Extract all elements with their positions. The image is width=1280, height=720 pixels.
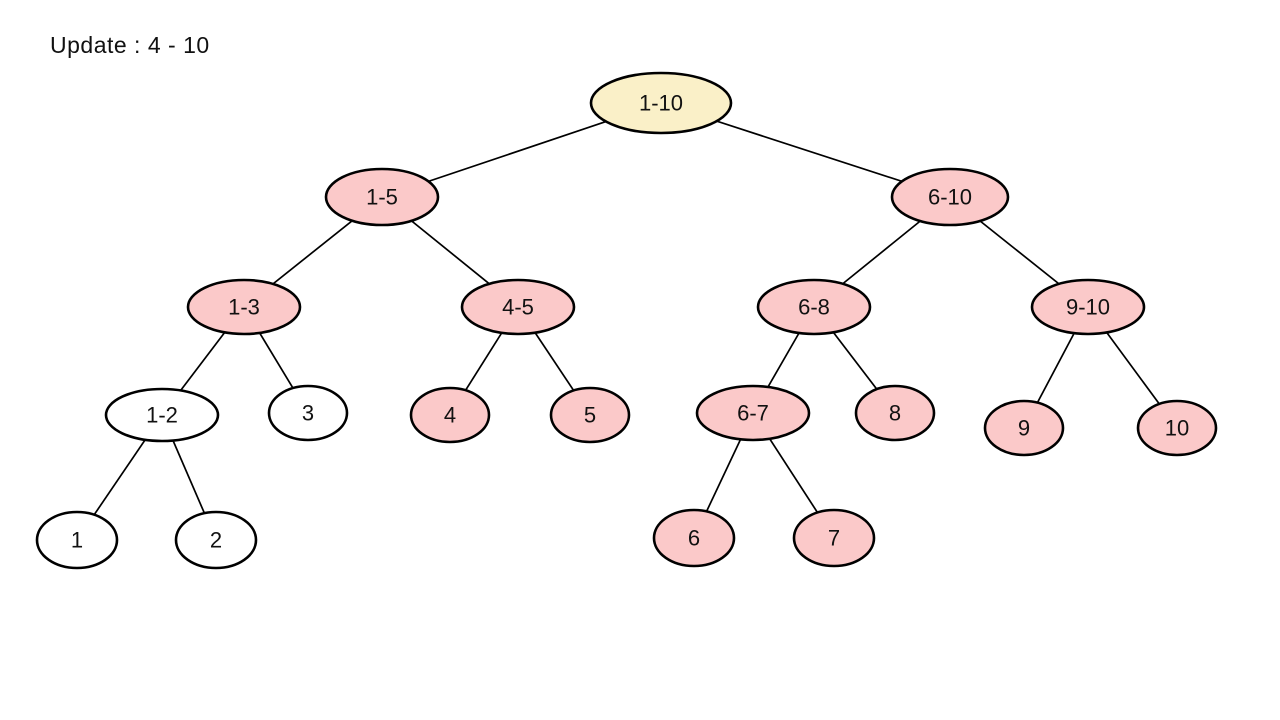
tree-node-label-6-8: 6-8 <box>798 295 830 320</box>
tree-node-label-10: 10 <box>1165 416 1189 441</box>
tree-node-7: 7 <box>792 508 876 568</box>
tree-node-1-3: 1-3 <box>186 278 302 336</box>
tree-node-label-5: 5 <box>584 403 596 428</box>
tree-node-ellipse-4 <box>409 386 491 444</box>
tree-node-label-4: 4 <box>444 403 456 428</box>
tree-node-1: 1 <box>35 510 119 570</box>
tree-node-ellipse-10 <box>1136 399 1218 457</box>
tree-node-9: 9 <box>983 399 1065 457</box>
tree-node-ellipse-5 <box>549 386 631 444</box>
tree-node-ellipse-6-8 <box>756 278 872 336</box>
tree-node-label-3: 3 <box>302 401 314 426</box>
tree-node-1-10: 1-10 <box>589 71 733 135</box>
tree-node-ellipse-1 <box>35 510 119 570</box>
tree-node-label-4-5: 4-5 <box>502 295 534 320</box>
tree-node-ellipse-8 <box>854 384 936 442</box>
update-range-title: Update : 4 - 10 <box>50 32 210 58</box>
tree-node-1-2: 1-2 <box>104 387 220 443</box>
tree-node-ellipse-6-10 <box>890 167 1010 227</box>
tree-node-label-6-10: 6-10 <box>928 185 972 210</box>
tree-node-label-8: 8 <box>889 401 901 426</box>
tree-node-5: 5 <box>549 386 631 444</box>
tree-node-label-6: 6 <box>688 526 700 551</box>
tree-node-8: 8 <box>854 384 936 442</box>
tree-node-label-9-10: 9-10 <box>1066 295 1110 320</box>
tree-node-label-6-7: 6-7 <box>737 401 769 426</box>
tree-node-ellipse-6-7 <box>695 384 811 442</box>
tree-node-ellipse-1-3 <box>186 278 302 336</box>
tree-node-ellipse-1-5 <box>324 167 440 227</box>
tree-node-ellipse-6 <box>652 508 736 568</box>
tree-node-label-9: 9 <box>1018 416 1030 441</box>
tree-node-ellipse-1-2 <box>104 387 220 443</box>
tree-node-6: 6 <box>652 508 736 568</box>
tree-node-label-2: 2 <box>210 528 222 553</box>
tree-node-1-5: 1-5 <box>324 167 440 227</box>
tree-node-ellipse-9-10 <box>1030 278 1146 336</box>
tree-node-6-7: 6-7 <box>695 384 811 442</box>
tree-node-label-1-2: 1-2 <box>146 403 178 428</box>
tree-node-ellipse-1-10 <box>589 71 733 135</box>
tree-node-6-8: 6-8 <box>756 278 872 336</box>
tree-nodes-layer: 1-10 1-5 6-10 1-3 4-5 6-8 9-10 1-2 3 4 5 6-7 8 9 10 1 2 6… <box>35 71 1218 570</box>
tree-node-label-7: 7 <box>828 526 840 551</box>
tree-node-ellipse-3 <box>267 384 349 442</box>
tree-node-2: 2 <box>174 510 258 570</box>
tree-node-label-1-3: 1-3 <box>228 295 260 320</box>
tree-node-4-5: 4-5 <box>460 278 576 336</box>
tree-node-9-10: 9-10 <box>1030 278 1146 336</box>
tree-node-label-1: 1 <box>71 528 83 553</box>
tree-node-label-1-10: 1-10 <box>639 91 683 116</box>
tree-node-label-1-5: 1-5 <box>366 185 398 210</box>
tree-node-6-10: 6-10 <box>890 167 1010 227</box>
tree-node-4: 4 <box>409 386 491 444</box>
tree-node-ellipse-4-5 <box>460 278 576 336</box>
tree-node-10: 10 <box>1136 399 1218 457</box>
tree-node-3: 3 <box>267 384 349 442</box>
tree-node-ellipse-7 <box>792 508 876 568</box>
tree-node-ellipse-9 <box>983 399 1065 457</box>
tree-node-ellipse-2 <box>174 510 258 570</box>
